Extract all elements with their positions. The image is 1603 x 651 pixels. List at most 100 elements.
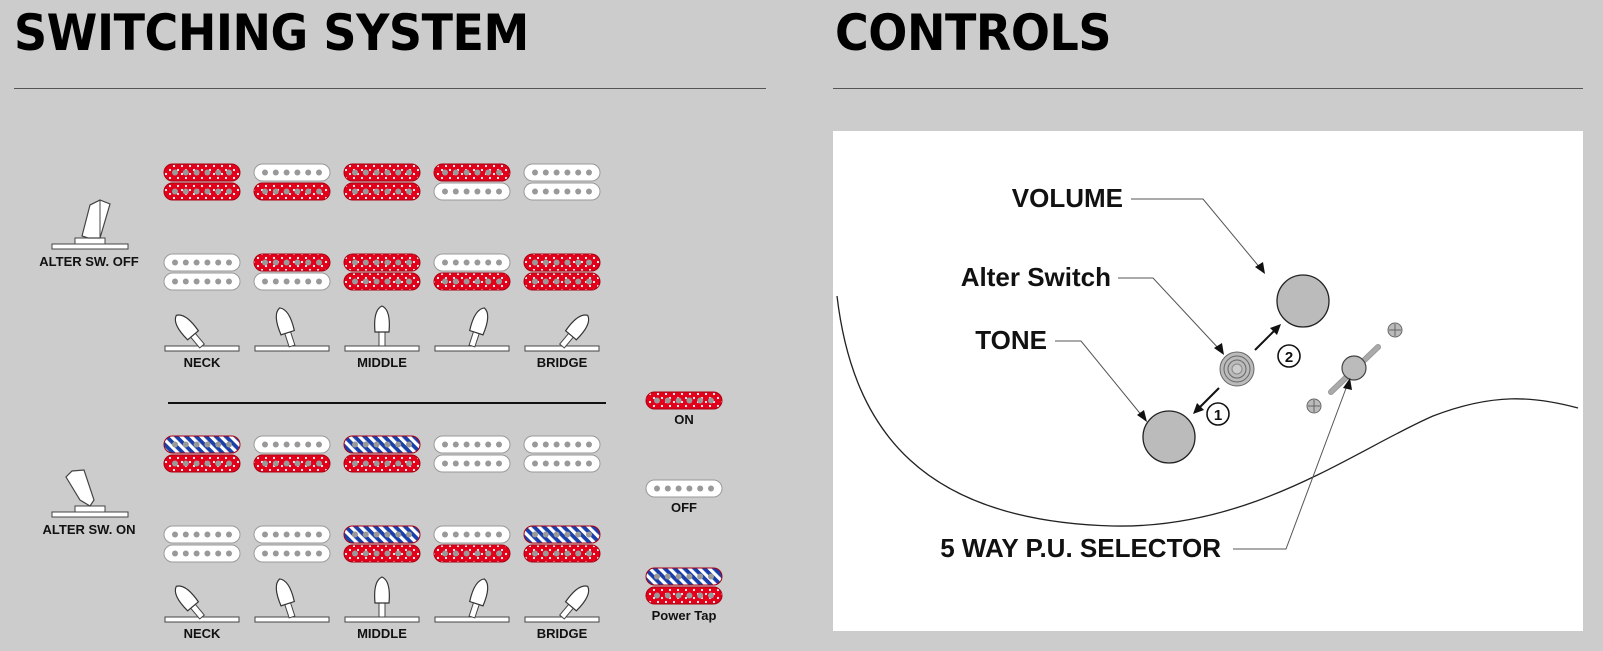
coil-off	[163, 525, 241, 544]
humbucker-pickup	[523, 525, 601, 563]
coil-off	[253, 435, 331, 454]
svg-text:2: 2	[1285, 349, 1293, 366]
coil-on	[433, 272, 511, 291]
legend-item-tap: Power Tap	[645, 567, 723, 623]
arrow-to-tone-icon	[1193, 387, 1220, 414]
controls-illustration: 2 1 VOLUME Alter Swi	[833, 131, 1583, 631]
selector-lever-icon	[344, 305, 420, 352]
leader-lines	[1055, 198, 1349, 550]
coil-off	[433, 182, 511, 201]
coil-on	[163, 454, 241, 473]
coil-on	[343, 163, 421, 182]
humbucker-pickup	[163, 525, 241, 563]
legend-label: OFF	[671, 500, 697, 515]
coil-on	[645, 586, 723, 605]
tone-arrowhead-icon	[1137, 410, 1147, 422]
selector-lever-icon	[524, 585, 600, 623]
selector-lever-icon	[524, 314, 600, 352]
controls-diagram: 2 1 VOLUME Alter Swi	[836, 183, 1579, 563]
coil-off	[433, 525, 511, 544]
coil-on	[523, 272, 601, 291]
humbucker-pickup	[433, 525, 511, 563]
volume-label: VOLUME	[1012, 183, 1123, 213]
step-1-badge: 1	[1206, 402, 1230, 426]
coil-on	[343, 272, 421, 291]
selector-lever-icon	[254, 307, 330, 352]
legend-label: Power Tap	[652, 608, 717, 623]
coil-off	[645, 479, 723, 498]
coil-on	[343, 253, 421, 272]
coil-on	[343, 454, 421, 473]
selector-label: 5 WAY P.U. SELECTOR	[940, 533, 1221, 563]
humbucker-pickup	[163, 435, 241, 473]
step-2-badge: 2	[1277, 344, 1301, 368]
coil-on	[343, 544, 421, 563]
coil-on	[523, 544, 601, 563]
controls-divider	[833, 88, 1583, 89]
legend-item-on: ON	[645, 391, 723, 427]
legend-label: ON	[674, 412, 694, 427]
humbucker-pickup	[253, 435, 331, 473]
selector-lever-icon	[254, 578, 330, 623]
coil-off	[523, 182, 601, 201]
selector-switch-icon	[1306, 322, 1403, 414]
coil-on	[253, 454, 331, 473]
humbucker-pickup	[163, 253, 241, 291]
switching-system-heading: SWITCHING SYSTEM	[14, 4, 529, 62]
coil-off	[523, 163, 601, 182]
alter-on-label: ALTER SW. ON	[43, 522, 136, 537]
coil-off	[163, 544, 241, 563]
humbucker-pickup	[253, 525, 331, 563]
coil-on	[163, 182, 241, 201]
selector-lever-icon	[434, 307, 510, 352]
volume-arrowhead-icon	[1255, 262, 1265, 274]
volume-knob-icon	[1276, 274, 1330, 328]
selector-lever-icon	[164, 314, 240, 352]
coil-on	[523, 253, 601, 272]
humbucker-pickup	[343, 253, 421, 291]
humbucker-pickup	[343, 163, 421, 201]
alter-switch-off-icon	[51, 199, 129, 250]
guitar-body-outline	[836, 295, 1579, 527]
position-label: MIDDLE	[357, 355, 407, 370]
tone-label: TONE	[975, 325, 1047, 355]
humbucker-pickup	[523, 163, 601, 201]
humbucker-pickup	[343, 525, 421, 563]
coil-tap	[645, 567, 723, 586]
coil-on	[433, 163, 511, 182]
coil-on	[645, 391, 723, 410]
humbucker-pickup	[253, 163, 331, 201]
humbucker-pickup	[253, 253, 331, 291]
svg-text:1: 1	[1214, 407, 1222, 424]
coil-off	[433, 454, 511, 473]
humbucker-pickup	[343, 435, 421, 473]
alter-arrowhead-icon	[1214, 343, 1224, 355]
coil-off	[523, 454, 601, 473]
position-label: BRIDGE	[537, 355, 588, 370]
humbucker-pickup	[433, 163, 511, 201]
alter-switch-on-icon	[51, 469, 129, 518]
selector-arrowhead-icon	[1343, 378, 1352, 390]
coil-off	[523, 435, 601, 454]
arrow-to-volume-icon	[1254, 324, 1281, 351]
selector-lever-icon	[164, 585, 240, 623]
coil-off	[253, 272, 331, 291]
coil-on	[253, 182, 331, 201]
humbucker-pickup	[523, 435, 601, 473]
coil-on	[433, 544, 511, 563]
alter-switch-button-icon	[1219, 351, 1255, 387]
selector-lever-icon	[434, 578, 510, 623]
coil-on	[253, 253, 331, 272]
coil-tap	[343, 525, 421, 544]
alter-switch-label: Alter Switch	[961, 262, 1111, 292]
legend-item-off: OFF	[645, 479, 723, 515]
coil-off	[433, 435, 511, 454]
humbucker-pickup	[433, 253, 511, 291]
coil-off	[253, 525, 331, 544]
position-label: BRIDGE	[537, 626, 588, 641]
coil-tap	[163, 435, 241, 454]
selector-lever-icon	[344, 576, 420, 623]
coil-tap	[343, 435, 421, 454]
coil-off	[163, 253, 241, 272]
